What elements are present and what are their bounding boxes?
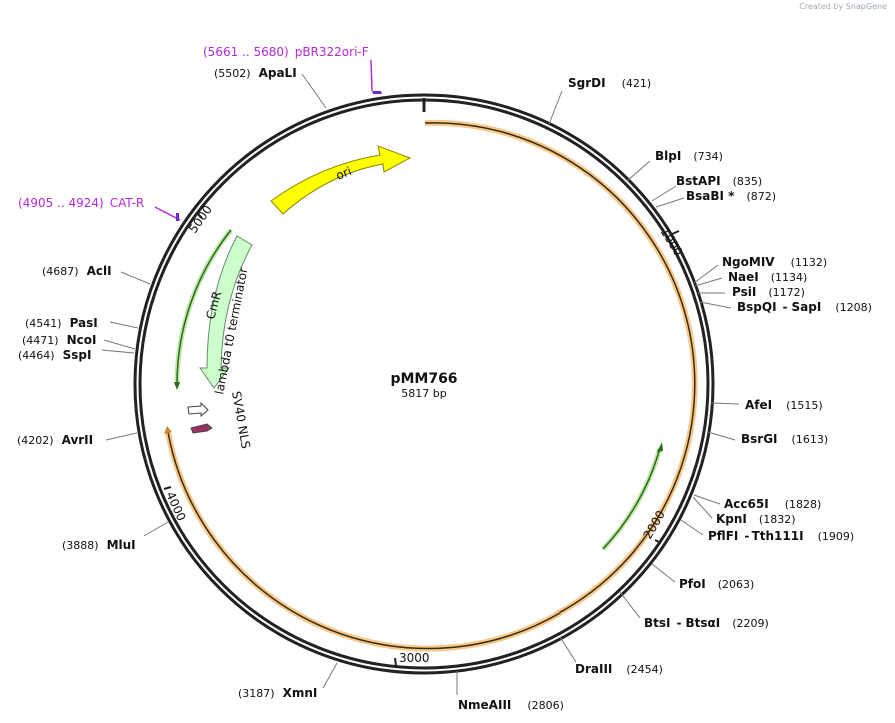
site-pflfi-tth111i[interactable]: PflFI-Tth111I(1909) bbox=[708, 529, 854, 543]
tick-label-3000: 3000 bbox=[399, 651, 430, 665]
site-bsabi[interactable]: BsaBI *(872) bbox=[686, 189, 776, 203]
orf-arc-left-glow bbox=[165, 431, 562, 652]
site-pasi[interactable]: (4541)PasI bbox=[25, 316, 98, 330]
ori-label: ori bbox=[334, 164, 354, 183]
site-blpi[interactable]: BlpI(734) bbox=[655, 149, 723, 163]
terminator-arrow[interactable] bbox=[187, 401, 209, 418]
green-orf-left bbox=[176, 229, 232, 387]
primer-label-cat-r: (4905 .. 4924)CAT-R bbox=[18, 196, 144, 210]
site-bstapi[interactable]: BstAPI(835) bbox=[676, 174, 762, 188]
site-afei[interactable]: AfeI(1515) bbox=[745, 398, 823, 412]
backbone-outer bbox=[133, 93, 715, 675]
tick-5000 bbox=[196, 212, 203, 219]
green-orf-right-arrowhead bbox=[657, 442, 663, 452]
site-naei[interactable]: NaeI(1134) bbox=[728, 270, 807, 284]
site-leader-lines bbox=[101, 73, 740, 695]
site-btsi-btsai[interactable]: BtsI-BtsαI(2209) bbox=[644, 616, 769, 630]
site-nmeaiii[interactable]: NmeAIII(2806) bbox=[458, 698, 564, 712]
plasmid-length: 5817 bp bbox=[401, 387, 446, 400]
site-apali[interactable]: (5502)ApaLI bbox=[214, 66, 297, 80]
sv40-nls-label: SV40 NLS bbox=[229, 390, 253, 450]
plasmid-name: pMM766 bbox=[390, 371, 457, 387]
site-acc65i[interactable]: Acc65I(1828) bbox=[724, 497, 821, 511]
site-sgrdi[interactable]: SgrDI(421) bbox=[568, 76, 651, 90]
site-sspi[interactable]: (4464)SspI bbox=[18, 348, 91, 362]
ori-feature[interactable] bbox=[270, 145, 412, 215]
cmr-feature[interactable] bbox=[199, 235, 253, 389]
site-bsrgi[interactable]: BsrGI(1613) bbox=[741, 432, 828, 446]
site-mlui[interactable]: (3888)MluI bbox=[62, 538, 136, 552]
sv40-nls-feature[interactable] bbox=[190, 423, 213, 434]
primer-pbr322ori-f[interactable] bbox=[370, 59, 383, 94]
site-ngomiv[interactable]: NgoMIV(1132) bbox=[722, 255, 827, 269]
green-orf-left-arrowhead bbox=[174, 382, 180, 390]
tick-3000 bbox=[394, 657, 397, 667]
site-draiii[interactable]: DraIII(2454) bbox=[575, 662, 663, 676]
primer-cat-r[interactable] bbox=[154, 206, 181, 221]
orf-left-arrowhead bbox=[164, 426, 172, 434]
orf-arc-right bbox=[424, 122, 696, 616]
credit-text: Created by bbox=[799, 2, 844, 11]
primer-label-pbr322ori-f: (5661 .. 5680)pBR322ori-F bbox=[203, 45, 369, 59]
tick-1000 bbox=[671, 230, 680, 235]
site-psii[interactable]: PsiI(1172) bbox=[732, 285, 805, 299]
site-kpni[interactable]: KpnI(1832) bbox=[716, 512, 795, 526]
site-avrii[interactable]: (4202)AvrII bbox=[17, 433, 93, 447]
site-bspqi-sapi[interactable]: BspQI-SapI(1208) bbox=[737, 300, 872, 314]
site-acli[interactable]: (4687)AclI bbox=[42, 264, 112, 278]
site-ncoi[interactable]: (4471)NcoI bbox=[22, 333, 96, 347]
site-xmni[interactable]: (3187)XmnI bbox=[238, 686, 317, 700]
tick-2000 bbox=[654, 539, 662, 544]
site-pfoi[interactable]: PfoI(2063) bbox=[679, 577, 754, 591]
green-orf-right bbox=[602, 447, 661, 550]
tick-label-5000: 5000 bbox=[186, 203, 215, 236]
tick-4000 bbox=[163, 486, 172, 490]
snapgene-brand: SnapGene bbox=[845, 2, 887, 11]
orf-arc-right-glow bbox=[424, 119, 698, 618]
snapgene-credit: Created by SnapGene bbox=[799, 2, 887, 11]
orf-arc-left bbox=[167, 431, 561, 650]
